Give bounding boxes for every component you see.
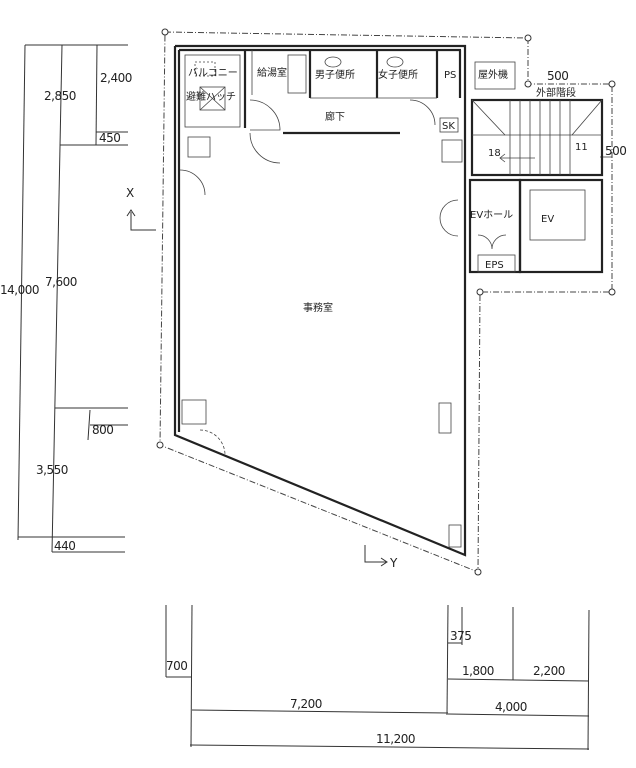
- label-eps: EPS: [485, 260, 504, 271]
- label-ev-hall: EVホール: [470, 209, 513, 221]
- dim-2200: 2,200: [533, 664, 565, 678]
- dim-500-side: 500: [605, 144, 626, 158]
- label-office: 事務室: [303, 301, 333, 314]
- label-corridor: 廊下: [325, 110, 345, 123]
- site-boundary: [156, 28, 616, 576]
- dim-450: 450: [99, 131, 120, 145]
- label-balcony: バルコニー: [188, 67, 238, 79]
- left-dimension-lines: [17, 44, 128, 553]
- dim-500-top: 500: [547, 69, 568, 83]
- dim-375: 375: [450, 629, 471, 643]
- dim-14000: 14,000: [0, 283, 39, 297]
- axis-x-arrow-icon: [126, 209, 156, 231]
- dim-11200: 11,200: [376, 732, 415, 746]
- dim-800: 800: [92, 423, 113, 437]
- axis-y-arrow-icon: [364, 545, 388, 567]
- label-womens-toilet: 女子便所: [378, 68, 418, 81]
- building-walls: [173, 44, 604, 557]
- label-ev: EV: [541, 214, 554, 225]
- stair-count-right: 11: [575, 142, 588, 153]
- label-ps: PS: [444, 70, 456, 81]
- elevator-car: [529, 189, 586, 241]
- label-outdoor-unit: 屋外機: [478, 68, 508, 81]
- dim-7200: 7,200: [290, 697, 322, 711]
- dim-3550: 3,550: [36, 463, 68, 477]
- axis-y-label: Y: [389, 556, 398, 570]
- dim-440: 440: [54, 539, 75, 553]
- label-external-stairs: 外部階段: [536, 86, 576, 99]
- dim-2400: 2,400: [100, 71, 132, 85]
- top-room-partitions: [179, 50, 516, 548]
- label-mens-toilet: 男子便所: [315, 68, 355, 81]
- dim-2850: 2,850: [44, 89, 76, 103]
- dim-4000: 4,000: [495, 700, 527, 714]
- dim-1800: 1,800: [462, 664, 494, 678]
- dim-7600: 7,600: [45, 275, 77, 289]
- bottom-dimension-lines: [165, 604, 590, 751]
- stair-count-left: 18: [488, 148, 501, 159]
- label-kitchenette: 給湯室: [257, 66, 287, 79]
- axis-x-label: X: [126, 186, 134, 200]
- label-escape-hatch: 避難ハッチ: [186, 90, 236, 103]
- external-stairs: [471, 99, 603, 175]
- dim-700: 700: [166, 659, 187, 673]
- label-sk: SK: [442, 121, 455, 132]
